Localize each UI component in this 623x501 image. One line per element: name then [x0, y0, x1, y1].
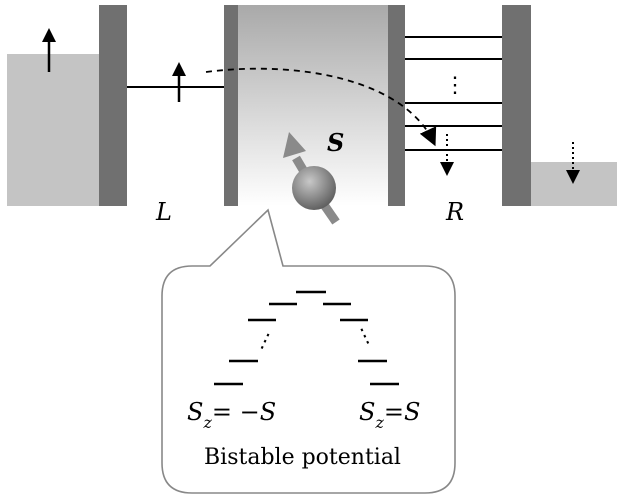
tunneling-path [205, 67, 437, 147]
left-state-label: Sz= −S [187, 398, 276, 432]
right-reservoir [531, 162, 617, 206]
left-reservoir [7, 54, 99, 206]
right-lead-label: R [445, 198, 464, 226]
spin-down-arrow-lead-icon [440, 134, 454, 176]
spin-down-arrow-right-icon [566, 142, 580, 184]
spin-up-arrow-lead-icon [172, 62, 186, 102]
central-left-barrier [224, 5, 238, 206]
spin-label: S [327, 128, 344, 157]
right-state-label: Sz=S [359, 398, 420, 432]
central-right-barrier [388, 5, 405, 206]
energy-levels [214, 290, 399, 386]
potential-bubble [161, 208, 456, 494]
left-lead-label: L [155, 198, 172, 226]
spin-up-arrow-left-icon [42, 28, 56, 72]
spin-ball-icon [292, 166, 336, 210]
left-barrier [99, 5, 127, 206]
right-lead-levels [405, 36, 502, 151]
right-lead-ellipsis: ⋮ [444, 73, 466, 98]
right-barrier [502, 5, 531, 206]
bubble-caption: Bistable potential [204, 445, 401, 470]
